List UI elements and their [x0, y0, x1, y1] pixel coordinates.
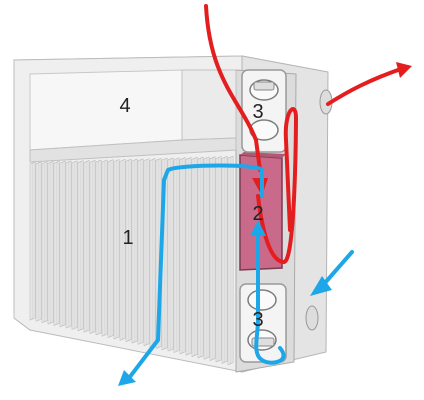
radiator-fin	[41, 161, 48, 324]
side-port	[305, 89, 333, 331]
radiator-fin	[227, 155, 234, 366]
radiator-fin	[101, 159, 108, 337]
radiator-fin	[215, 156, 222, 363]
radiator-fin	[107, 159, 114, 339]
radiator-fin	[59, 160, 66, 328]
radiator-fin	[149, 158, 156, 348]
radiator-fin	[77, 160, 84, 332]
radiator-fin	[179, 157, 186, 355]
radiator-fin	[53, 160, 60, 326]
radiator-fin	[125, 158, 132, 343]
radiator-fin	[143, 158, 150, 347]
label-fan-top: 3	[252, 101, 263, 123]
radiator-fin	[197, 156, 204, 359]
radiator-fin	[47, 161, 54, 325]
radiator-fin	[185, 156, 192, 356]
radiator-fin	[209, 156, 216, 362]
radiator-fin	[71, 160, 78, 330]
radiator-fin	[203, 156, 210, 360]
radiator-fin	[119, 158, 126, 341]
radiator-fin	[89, 159, 96, 334]
radiator-fin	[221, 155, 228, 364]
hot-arrow-head-out	[396, 62, 412, 78]
radiator-fin	[95, 159, 102, 336]
label-fan-bottom: 3	[252, 309, 263, 331]
radiator-fin	[137, 158, 144, 345]
radiator-fin	[65, 160, 72, 329]
radiator-fin	[83, 159, 90, 333]
cold-arrow-head-up	[250, 220, 266, 236]
radiator-fin	[191, 156, 198, 357]
cold-arrow-head-in	[310, 276, 332, 296]
radiator-fin	[29, 161, 36, 321]
label-heat-exchanger: 2	[252, 203, 263, 225]
radiator-fin	[173, 157, 180, 353]
fan-icon	[241, 69, 287, 153]
radiator-fin	[113, 159, 120, 340]
label-housing: 4	[119, 95, 130, 117]
hot-air-flow	[204, 4, 400, 264]
radiator-fin	[167, 157, 174, 352]
upper-compartment	[29, 69, 237, 163]
cold-arrow-head-out	[118, 370, 136, 386]
cold-air-flow	[124, 163, 354, 384]
label-radiator: 1	[122, 227, 133, 249]
radiator-fin	[35, 161, 42, 322]
radiator-fin	[131, 158, 138, 344]
